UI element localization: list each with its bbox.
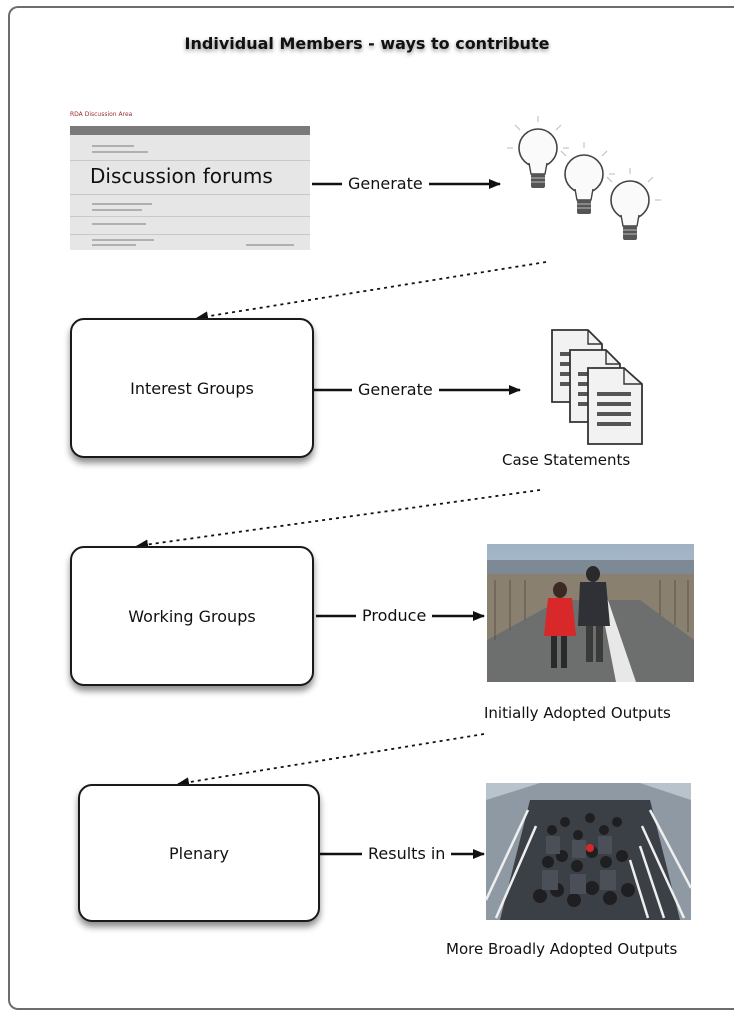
dotted-arrow-case-to-working (136, 489, 541, 550)
working-groups-box: Working Groups (70, 546, 314, 686)
discussion-forum-thumbnail: RDA Discussion Area Discussion forums (68, 108, 312, 250)
forum-row-text (92, 203, 152, 205)
discussion-forums-label: Discussion forums (90, 164, 273, 188)
plenary-box: Plenary (78, 784, 320, 922)
forum-row-divider (70, 194, 310, 195)
forum-row-text (92, 145, 134, 147)
initially-adopted-outputs-caption: Initially Adopted Outputs (484, 704, 671, 722)
forum-thumbnail-header: RDA Discussion Area (70, 111, 133, 118)
dotted-arrow-ideas-to-interest (196, 261, 547, 322)
diagram-title: Individual Members - ways to contribute (184, 34, 550, 53)
forum-row-divider (70, 234, 310, 235)
edge-label-generate: Generate (352, 380, 439, 400)
more-broadly-adopted-outputs-photo (484, 783, 693, 920)
forum-row-text (92, 151, 148, 153)
interest-groups-label: Interest Groups (130, 378, 254, 398)
working-groups-label: Working Groups (128, 606, 256, 626)
forum-row-divider (70, 216, 310, 217)
forum-row-text (92, 209, 142, 211)
initially-adopted-outputs-photo (487, 544, 694, 682)
lightbulb-icon (507, 116, 569, 188)
edge-label-generate: Generate (342, 174, 429, 194)
lightbulb-icon (560, 142, 615, 214)
forum-row-divider (70, 160, 310, 161)
more-broadly-adopted-outputs-caption: More Broadly Adopted Outputs (446, 940, 678, 958)
forum-row-text (92, 239, 154, 241)
forum-row-text (92, 223, 146, 225)
forum-thumbnail-table (70, 126, 310, 250)
dotted-arrow-outputs-to-plenary (177, 733, 485, 788)
interest-groups-box: Interest Groups (70, 318, 314, 458)
forum-row-text (92, 244, 136, 246)
case-statements-caption: Case Statements (502, 451, 631, 469)
forum-row-text (246, 244, 294, 246)
plenary-label: Plenary (169, 843, 229, 863)
edge-label-results-in: Results in (362, 844, 452, 864)
document-stack-icon (551, 329, 643, 445)
edge-label-produce: Produce (356, 606, 433, 626)
lightbulb-icon (606, 168, 661, 240)
forum-table-header (70, 126, 310, 135)
